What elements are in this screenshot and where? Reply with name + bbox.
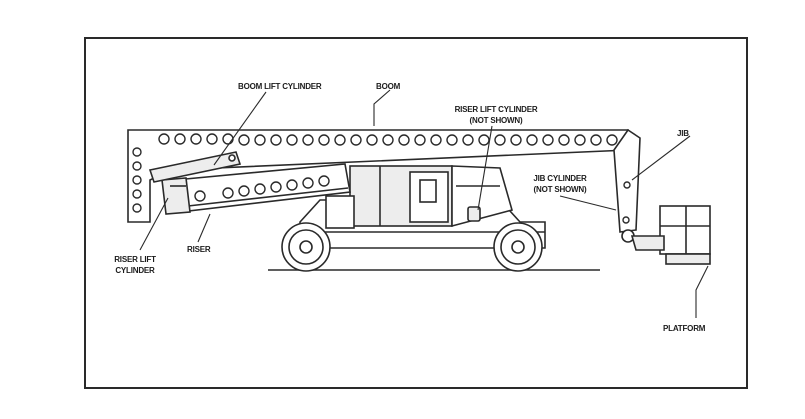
label-platform: PLATFORM: [663, 324, 706, 333]
jib: [613, 128, 641, 243]
label-jib-cylinder-line1: JIB CYLINDER: [533, 174, 587, 183]
leader-riser: [197, 213, 211, 243]
diagram-frame: [84, 37, 748, 389]
label-boom: BOOM: [376, 82, 401, 91]
label-jib-cylinder-line2: (NOT SHOWN): [533, 185, 587, 194]
label-riser-lift-cylinder-line1b: RISER LIFT: [114, 255, 156, 264]
label-riser-lift-cylinder-not-shown: RISER LIFT CYLINDER (NOT SHOWN): [444, 104, 548, 126]
front-wheel: [493, 222, 543, 272]
rear-wheel: [281, 222, 331, 272]
turntable: [325, 165, 513, 229]
label-riser-lift-cylinder-line1: RISER LIFT CYLINDER: [454, 105, 538, 114]
label-riser-lift-cylinder-line2: (NOT SHOWN): [469, 116, 523, 125]
label-jib-cylinder: JIB CYLINDER (NOT SHOWN): [520, 173, 600, 195]
leader-jib: [631, 135, 691, 181]
leader-jib-cylinder: [559, 195, 617, 211]
platform: [630, 205, 711, 265]
riser: [174, 163, 351, 213]
label-riser: RISER: [187, 245, 211, 254]
label-jib: JIB: [677, 129, 689, 138]
leader-boom-lift-cylinder: [213, 91, 267, 166]
label-riser-lift-cylinder-line2b: CYLINDER: [115, 266, 155, 275]
riser-lift-cylinder: [161, 177, 191, 215]
leader-riser-lift-not-shown: [477, 125, 493, 211]
leader-riser-lift-cylinder: [139, 197, 169, 251]
leader-boom: [373, 89, 391, 126]
label-riser-lift-cylinder: RISER LIFT CYLINDER: [104, 254, 166, 276]
label-boom-lift-cylinder: BOOM LIFT CYLINDER: [238, 82, 322, 91]
leader-platform: [695, 265, 709, 318]
